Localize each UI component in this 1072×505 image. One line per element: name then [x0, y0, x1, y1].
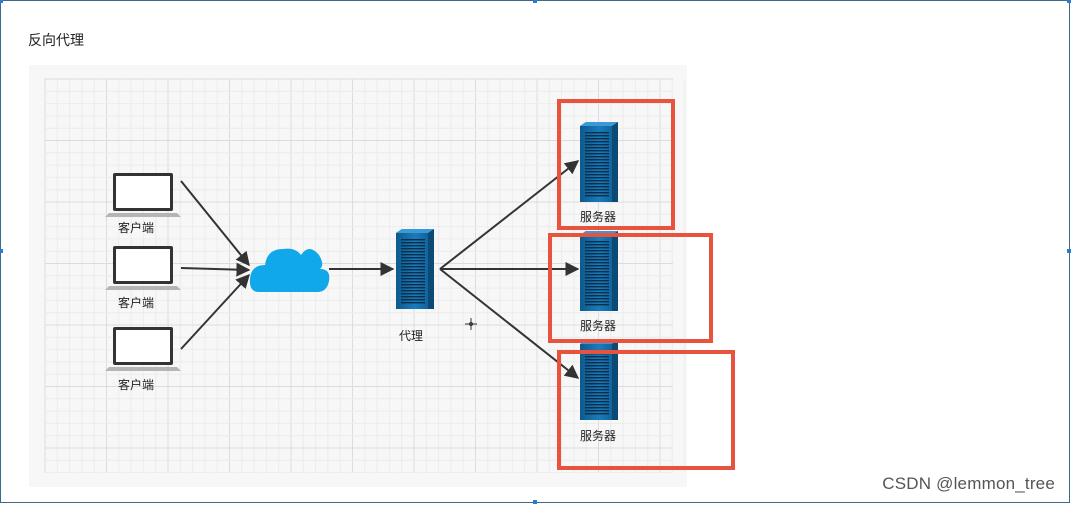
- client-label: 客户端: [118, 296, 155, 310]
- proxy-label: 代理: [399, 329, 424, 343]
- client-label: 客户端: [118, 221, 155, 235]
- page-title: 反向代理: [28, 33, 84, 49]
- resize-handle[interactable]: [1067, 249, 1071, 253]
- resize-handle[interactable]: [1067, 0, 1071, 3]
- arrow-client2-to-cloud: [180, 262, 251, 277]
- arrow-client1-to-cloud: [180, 180, 250, 267]
- arrow-proxy-to-server1: [439, 160, 580, 270]
- diagram-canvas: 客户端 客户端 客户端 代理 服务器 服务器 服务器: [29, 65, 687, 487]
- diagram-svg: [105, 122, 618, 420]
- arrow-proxy-to-server3: [439, 268, 580, 379]
- server-label: 服务器: [580, 429, 617, 443]
- arrow-client3-to-cloud: [180, 273, 250, 350]
- server-icon: [580, 122, 618, 202]
- server-icon: [580, 231, 618, 311]
- resize-handle[interactable]: [533, 0, 537, 3]
- client-label: 客户端: [118, 378, 155, 392]
- cloud-icon: [249, 248, 330, 292]
- watermark: CSDN @lemmon_tree: [882, 474, 1055, 493]
- resize-handle[interactable]: [0, 0, 3, 3]
- laptop-icon: [105, 246, 181, 290]
- laptop-icon: [105, 327, 181, 371]
- resize-handle[interactable]: [0, 249, 3, 253]
- proxy-server-icon: [396, 229, 434, 309]
- server-label: 服务器: [580, 319, 617, 333]
- server-icon: [580, 340, 618, 420]
- grid-background: [44, 78, 686, 474]
- resize-handle[interactable]: [533, 500, 537, 504]
- server-label: 服务器: [580, 210, 617, 224]
- laptop-icon: [105, 173, 181, 217]
